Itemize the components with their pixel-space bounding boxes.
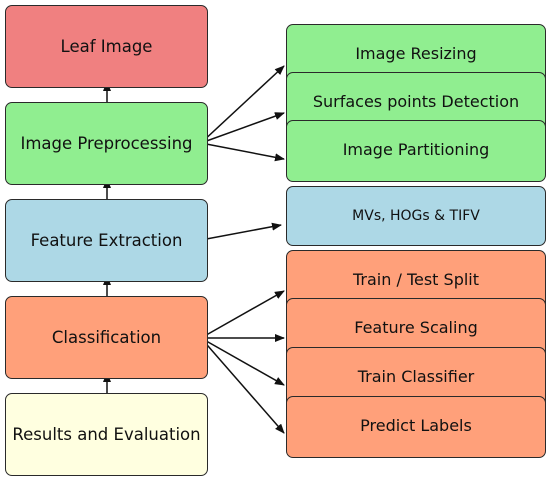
- node-surface-points-label: Surfaces points Detection: [312, 92, 520, 111]
- edge-preprocessing-to-resizing: [200, 65, 285, 144]
- node-results-evaluation-label: Results and Evaluation: [12, 424, 201, 444]
- edge-feature-extraction-to-mvs: [200, 222, 282, 241]
- node-image-resizing-label: Image Resizing: [355, 44, 477, 63]
- node-feature-extraction: Feature Extraction: [5, 199, 208, 282]
- node-train-test-split-label: Train / Test Split: [352, 270, 480, 289]
- node-image-preprocessing: Image Preprocessing: [5, 102, 208, 185]
- node-image-partitioning: Image Partitioning: [286, 120, 546, 182]
- edge-classification-to-split: [200, 290, 285, 339]
- edge-preprocessing-to-partitioning: [200, 142, 285, 162]
- node-leaf-image: Leaf Image: [5, 5, 208, 88]
- node-classification: Classification: [5, 296, 208, 379]
- node-results-evaluation: Results and Evaluation: [5, 393, 208, 476]
- node-image-preprocessing-label: Image Preprocessing: [20, 133, 193, 153]
- node-train-classifier-label: Train Classifier: [357, 367, 475, 386]
- edge-preprocessing-to-surface-points: [200, 112, 285, 144]
- node-mvs-hogs-tifv-label: MVs, HOGs & TIFV: [352, 207, 480, 224]
- node-image-partitioning-label: Image Partitioning: [342, 140, 490, 159]
- node-predict-labels: Predict Labels: [286, 396, 546, 458]
- edge-classification-to-predict: [200, 337, 285, 434]
- node-leaf-image-label: Leaf Image: [60, 36, 153, 56]
- node-feature-scaling-label: Feature Scaling: [354, 318, 478, 337]
- node-feature-extraction-label: Feature Extraction: [30, 230, 183, 250]
- node-mvs-hogs-tifv: MVs, HOGs & TIFV: [286, 186, 546, 246]
- node-predict-labels-label: Predict Labels: [360, 416, 472, 435]
- edge-classification-to-train: [200, 337, 285, 386]
- node-classification-label: Classification: [51, 327, 162, 347]
